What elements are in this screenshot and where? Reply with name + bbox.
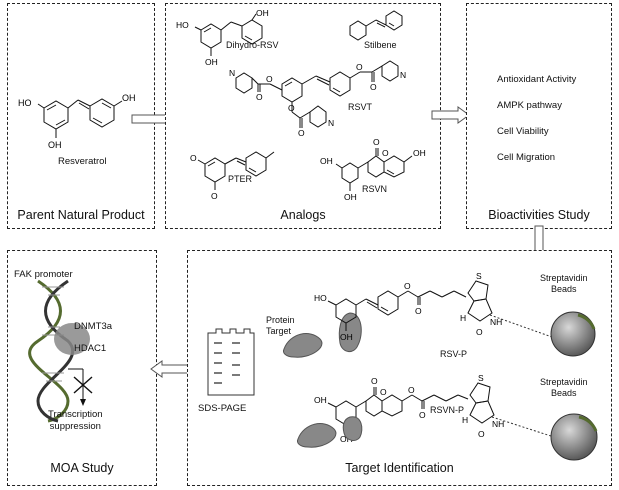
arrow-analogs-to-bio — [431, 106, 470, 124]
fak-promoter-label: FAK promoter — [14, 269, 73, 280]
panel-moa-title: MOA Study — [50, 461, 114, 475]
svg-text:O: O — [190, 153, 197, 163]
svg-text:O: O — [370, 82, 377, 92]
panel-analogs-title: Analogs — [280, 208, 326, 222]
svg-text:OH: OH — [205, 57, 218, 67]
svg-text:OH: OH — [314, 395, 327, 405]
dotted-link-2 — [490, 415, 560, 445]
svg-text:O: O — [382, 148, 389, 158]
panel-bioactivities: Antioxidant Activity AMPK pathway Cell V… — [466, 3, 612, 229]
svg-text:OH: OH — [340, 434, 353, 444]
streptavidin-beads-label-1: Streptavidin Beads — [540, 273, 588, 294]
svg-text:O: O — [371, 376, 378, 386]
svg-text:O: O — [298, 128, 305, 138]
svg-text:OH: OH — [344, 192, 357, 202]
rsvn-p-structure: O O OH OH O O S NH H O — [314, 373, 504, 444]
enzyme-blob-icon — [54, 323, 90, 355]
bio-item: Antioxidant Activity — [497, 74, 577, 85]
bio-item: AMPK pathway — [497, 100, 562, 111]
streptavidin-bead-icon-2 — [548, 411, 600, 463]
svg-text:OH: OH — [320, 156, 333, 166]
stilbene-structure — [346, 8, 426, 38]
svg-text:NH: NH — [492, 419, 504, 429]
rsvn-structure: O O OH OH OH — [320, 137, 426, 202]
panel-moa: FAK promoter DNMT3a HDAC1 Transcription … — [7, 250, 157, 486]
dihydro-rsv-structure: HO OH OH — [176, 8, 269, 67]
protein-target-label: Protein Target — [266, 315, 295, 336]
svg-text:HO: HO — [314, 293, 327, 303]
transcription-suppression-label: Transcription suppression — [48, 409, 103, 432]
atom-label: HO — [18, 98, 32, 108]
svg-text:H: H — [460, 313, 466, 323]
svg-text:S: S — [478, 373, 484, 383]
rsv-p-structure: HO OH O O S NH H O — [314, 271, 502, 342]
rsvn-label: RSVN — [362, 184, 388, 194]
resveratrol-structure: HO OH OH — [18, 93, 136, 150]
atom-label: OH — [48, 140, 62, 150]
arrow-target-to-moa — [150, 360, 191, 378]
streptavidin-bead-icon — [548, 309, 598, 359]
panel-parent-product: HO OH OH Resveratrol Parent Natural Prod… — [7, 3, 155, 229]
svg-text:S: S — [476, 271, 482, 281]
dnmt3a-label: DNMT3a — [74, 321, 113, 332]
atom-label: OH — [122, 93, 136, 103]
svg-text:NH: NH — [490, 317, 502, 327]
rsvt-structure: N O O O O N O O N — [229, 48, 406, 138]
svg-text:O: O — [256, 92, 263, 102]
panel-parent-title: Parent Natural Product — [17, 208, 145, 222]
bio-item: Cell Viability — [497, 126, 549, 137]
svg-text:O: O — [478, 429, 485, 439]
pter-structure: O O — [190, 144, 290, 201]
resveratrol-label: Resveratrol — [58, 156, 107, 167]
svg-text:N: N — [400, 70, 406, 80]
rsvt-label: RSVT — [348, 102, 373, 112]
panel-analogs: HO OH OH Dihydro-RSV Stilbene — [165, 3, 441, 229]
panel-bio-title: Bioactivities Study — [488, 208, 590, 222]
rsv-p-label: RSV-P — [440, 349, 468, 359]
svg-text:OH: OH — [340, 332, 353, 342]
dihydro-rsv-label: Dihydro-RSV — [226, 40, 279, 50]
svg-text:O: O — [419, 410, 426, 420]
rsvn-p-label: RSVN-P — [430, 405, 465, 415]
svg-text:O: O — [266, 74, 273, 84]
svg-text:O: O — [404, 281, 411, 291]
stilbene-label: Stilbene — [364, 40, 397, 50]
svg-text:O: O — [415, 306, 422, 316]
svg-text:O: O — [211, 191, 218, 201]
svg-text:O: O — [476, 327, 483, 337]
svg-text:N: N — [328, 118, 334, 128]
sds-page-label: SDS-PAGE — [198, 403, 247, 414]
svg-text:OH: OH — [256, 8, 269, 18]
panel-target: SDS-PAGE Protein Target HO OH O O S NH H — [187, 250, 612, 486]
bio-item: Cell Migration — [497, 152, 556, 163]
svg-text:OH: OH — [413, 148, 426, 158]
dotted-link-1 — [488, 313, 558, 343]
svg-text:N: N — [229, 68, 235, 78]
svg-text:H: H — [462, 415, 468, 425]
svg-text:O: O — [288, 103, 295, 113]
streptavidin-beads-label-2: Streptavidin Beads — [540, 377, 588, 398]
svg-text:O: O — [373, 137, 380, 147]
hdac1-label: HDAC1 — [74, 343, 107, 354]
protein-target-icon-2 — [294, 401, 374, 451]
pter-label: PTER — [228, 174, 253, 184]
panel-target-title: Target Identification — [345, 461, 454, 475]
svg-text:O: O — [356, 62, 363, 72]
svg-text:HO: HO — [176, 20, 189, 30]
inhibition-arrow-icon — [58, 359, 108, 406]
svg-text:O: O — [408, 385, 415, 395]
dna-helix-icon — [28, 281, 88, 421]
sds-gel-icon — [206, 327, 256, 397]
svg-text:O: O — [380, 387, 387, 397]
